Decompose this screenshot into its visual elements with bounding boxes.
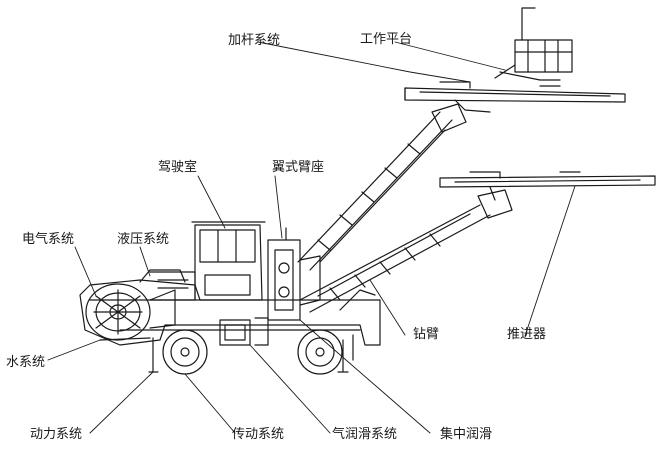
leader-rod-adding [257,41,471,83]
outriggers [148,334,354,373]
lower-boom [299,189,513,313]
transmission [219,317,269,346]
cab [191,221,266,301]
label-electrical-system: 电气系统 [22,232,75,247]
rear-wheel [162,329,208,375]
leader-hydraulic [139,246,151,277]
leader-drill-boom [369,279,406,336]
label-power-system: 动力系统 [30,427,83,442]
leader-transmission [184,373,236,434]
hydraulic-tank [149,271,196,301]
label-water-system: 水系统 [6,355,46,370]
label-transmission-system: 传动系统 [232,427,285,442]
lower-feeder [439,171,656,201]
leader-air-lubrication [249,344,331,434]
label-central-lubrication: 集中润滑 [440,427,493,442]
leader-cab [197,175,226,229]
label-rod-adding-system: 加杆系统 [228,33,281,48]
engine-pack [85,269,186,341]
label-cab: 驾驶室 [158,160,198,175]
work-platform [494,7,573,81]
boom-base [267,227,321,321]
leader-lines [47,41,576,434]
front-wheel [297,329,343,375]
label-feeder: 推进器 [507,327,547,342]
label-wing-arm-base: 翼式臂座 [272,160,325,175]
leader-water [47,339,101,361]
leader-electrical [74,246,97,297]
leader-wing-arm-base [274,175,283,239]
leader-power [89,371,154,434]
leader-central-lubrication [299,319,431,434]
leader-feeder [524,185,576,337]
label-work-platform: 工作平台 [360,32,413,47]
upper-feeder [404,81,626,113]
upper-boom [297,103,467,271]
label-air-lubrication: 气润滑系统 [332,427,398,442]
label-hydraulic-system: 液压系统 [117,232,170,247]
label-drill-boom: 钻臂 [413,327,440,342]
leader-work-platform [394,41,506,71]
